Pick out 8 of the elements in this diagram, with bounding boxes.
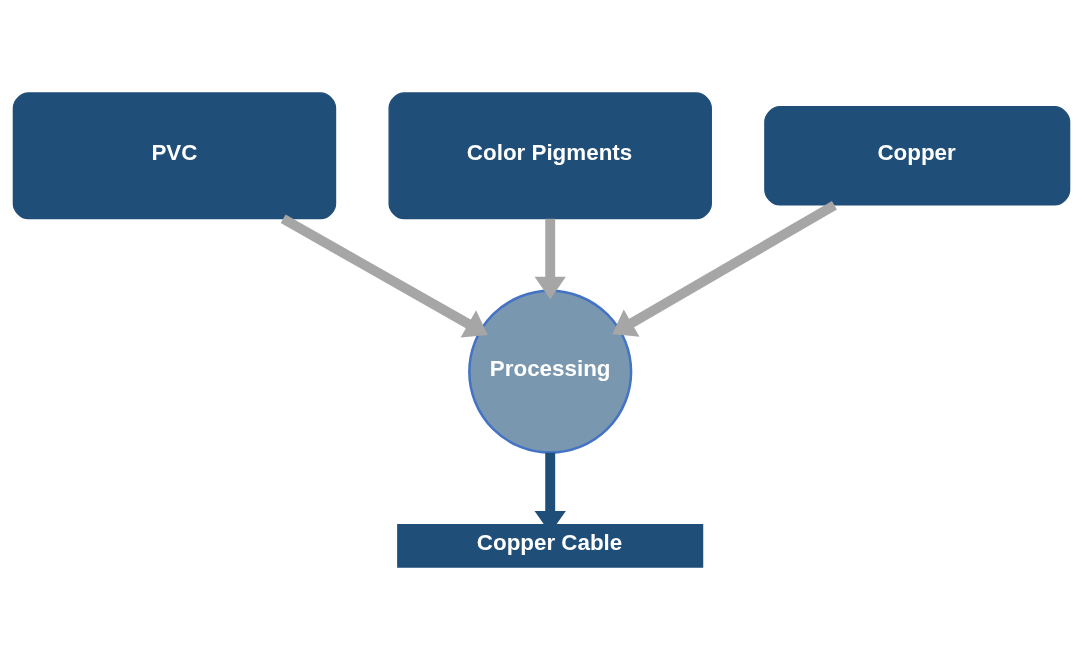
node-box: Copper Cable (397, 524, 704, 568)
node-box: PVC (12, 92, 337, 220)
arrow (534, 218, 566, 300)
node-box: Copper (764, 106, 1071, 206)
arrow (612, 200, 837, 337)
arrow (280, 214, 488, 338)
node-circle: Processing (468, 289, 633, 454)
node-box: Color Pigments (388, 92, 712, 220)
